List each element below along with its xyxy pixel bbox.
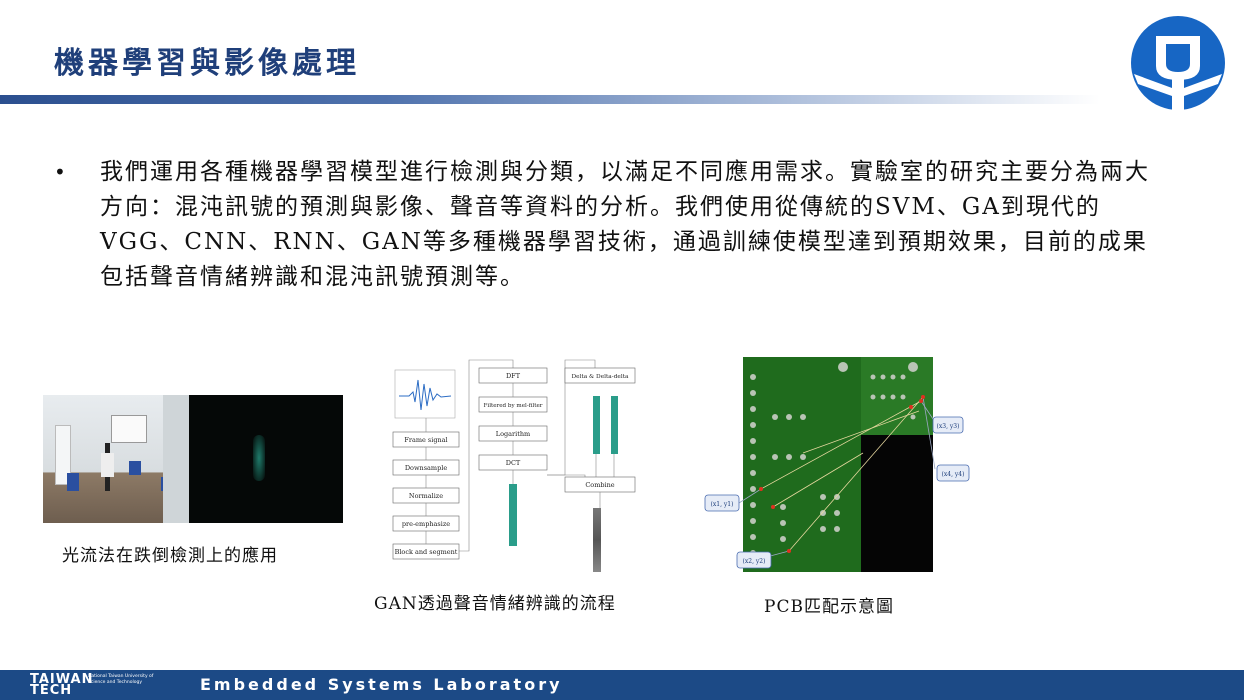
gan-step-mel-filter: Filtered by mel-filter: [484, 403, 543, 409]
optical-flow-figure: [43, 395, 343, 523]
bullet-paragraph: 我們運用各種機器學習模型進行檢測與分類，以滿足不同應用需求。實驗室的研究主要分為…: [100, 159, 1150, 290]
gan-flow-caption: GAN透過聲音情緒辨識的流程: [374, 594, 616, 614]
pcb-matching-figure: (x1, y1) (x2, y2) (x3, y3) (x4, y4): [704, 357, 970, 572]
pcb-point-label-2: (x2, y2): [743, 558, 766, 565]
pcb-point-label-1: (x1, y1): [711, 501, 734, 508]
room-photo: [43, 395, 189, 523]
pcb-point-label-3: (x3, y3): [937, 423, 960, 430]
gan-step-logarithm: Logarithm: [496, 430, 530, 438]
pcb-matching-caption: PCB匹配示意圖: [764, 597, 894, 617]
gan-step-pre-emphasize: pre-emphasize: [402, 520, 450, 528]
gan-step-dft: DFT: [506, 372, 521, 380]
bullet-marker: •: [54, 160, 66, 184]
gan-step-delta: Delta & Delta-delta: [571, 374, 629, 380]
footer-brand-line2: TECH: [30, 683, 73, 698]
optical-flow-caption: 光流法在跌倒檢測上的應用: [62, 546, 278, 566]
gan-step-dct: DCT: [506, 459, 521, 467]
footer-lab-name: Embedded Systems Laboratory: [200, 675, 563, 694]
gan-step-downsample: Downsample: [405, 464, 447, 472]
gan-step-normalize: Normalize: [409, 492, 443, 500]
optical-flow-output: [189, 395, 343, 523]
gan-flow-diagram: Frame signal Downsample Normalize pre-em…: [392, 359, 636, 572]
gan-step-combine: Combine: [585, 481, 614, 489]
footer-bar: TAIWAN TECH National Taiwan University o…: [0, 670, 1244, 700]
pcb-point-label-4: (x4, y4): [942, 471, 965, 478]
slide-title: 機器學習與影像處理: [54, 46, 360, 81]
gan-step-block-segment: Block and segment: [395, 548, 458, 556]
footer-brand-logo: TAIWAN TECH: [30, 672, 94, 698]
footer-brand-subtitle: National Taiwan University of Science an…: [88, 674, 154, 685]
title-divider-bar: [0, 95, 1100, 104]
university-logo-icon: [1131, 16, 1225, 110]
footer-brand-line1: TAIWAN: [30, 672, 94, 687]
gan-step-frame-signal: Frame signal: [404, 436, 447, 444]
